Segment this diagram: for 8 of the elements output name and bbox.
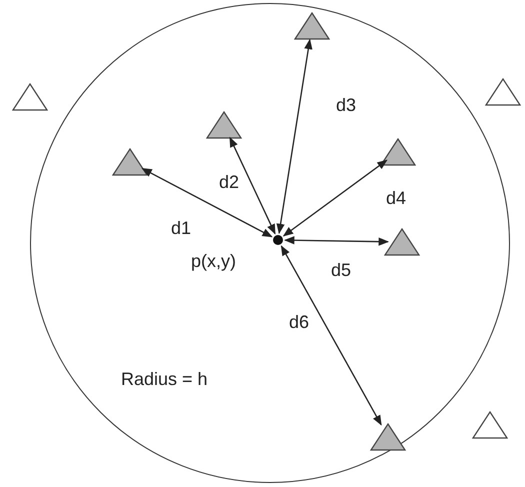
double-arrow <box>282 160 388 236</box>
double-arrow <box>280 245 382 426</box>
radius-label: Radius = h <box>121 369 208 390</box>
double-arrow <box>284 236 390 246</box>
double-arrow <box>141 168 273 238</box>
point-label: p(x,y) <box>191 251 236 272</box>
double-arrow <box>229 136 276 235</box>
double-arrow <box>276 38 312 234</box>
